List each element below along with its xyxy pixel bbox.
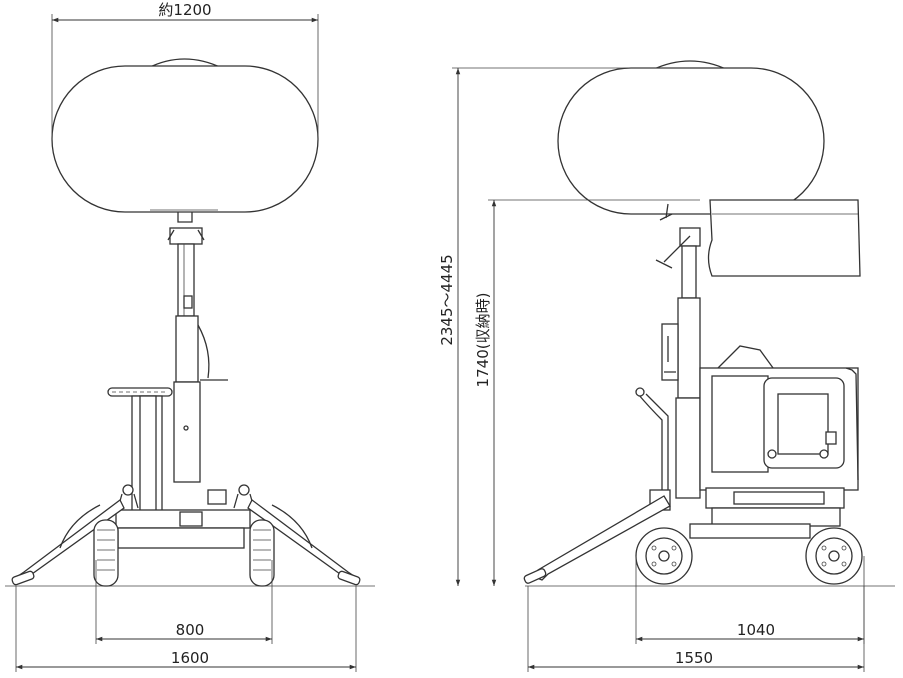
side-mast [655,227,701,499]
wheel-track-label: 800 [176,621,205,639]
side-balloon [557,60,861,277]
dim-stowed-height: 1740(収納時) [474,199,700,586]
dim-outrigger-span: 1600 [15,586,357,672]
side-view: 2345～4445 1740(収納時) 1040 1550 [438,60,895,672]
front-mast [167,227,228,483]
front-view: 約1200 800 1600 [5,1,375,672]
balloon-width-label: 約1200 [158,1,211,19]
front-frame [115,484,255,549]
side-generator [699,345,859,527]
side-handle [635,387,671,511]
dim-overall-length: 1550 [527,586,865,672]
front-balloon [51,58,319,223]
height-range-label: 2345～4445 [438,254,456,345]
dim-wheel-track: 800 [95,560,273,644]
wheelbase-label: 1040 [737,621,775,639]
side-wheels [635,523,863,585]
outrigger-span-label: 1600 [171,649,209,667]
front-wheels [93,519,275,587]
dim-height-range: 2345～4445 [438,67,690,586]
side-outrigger [523,495,671,584]
front-handle [107,387,227,513]
front-outriggers [11,499,361,586]
stowed-height-label: 1740(収納時) [474,293,492,388]
dim-balloon-width: 約1200 [51,1,319,140]
overall-length-label: 1550 [675,649,713,667]
